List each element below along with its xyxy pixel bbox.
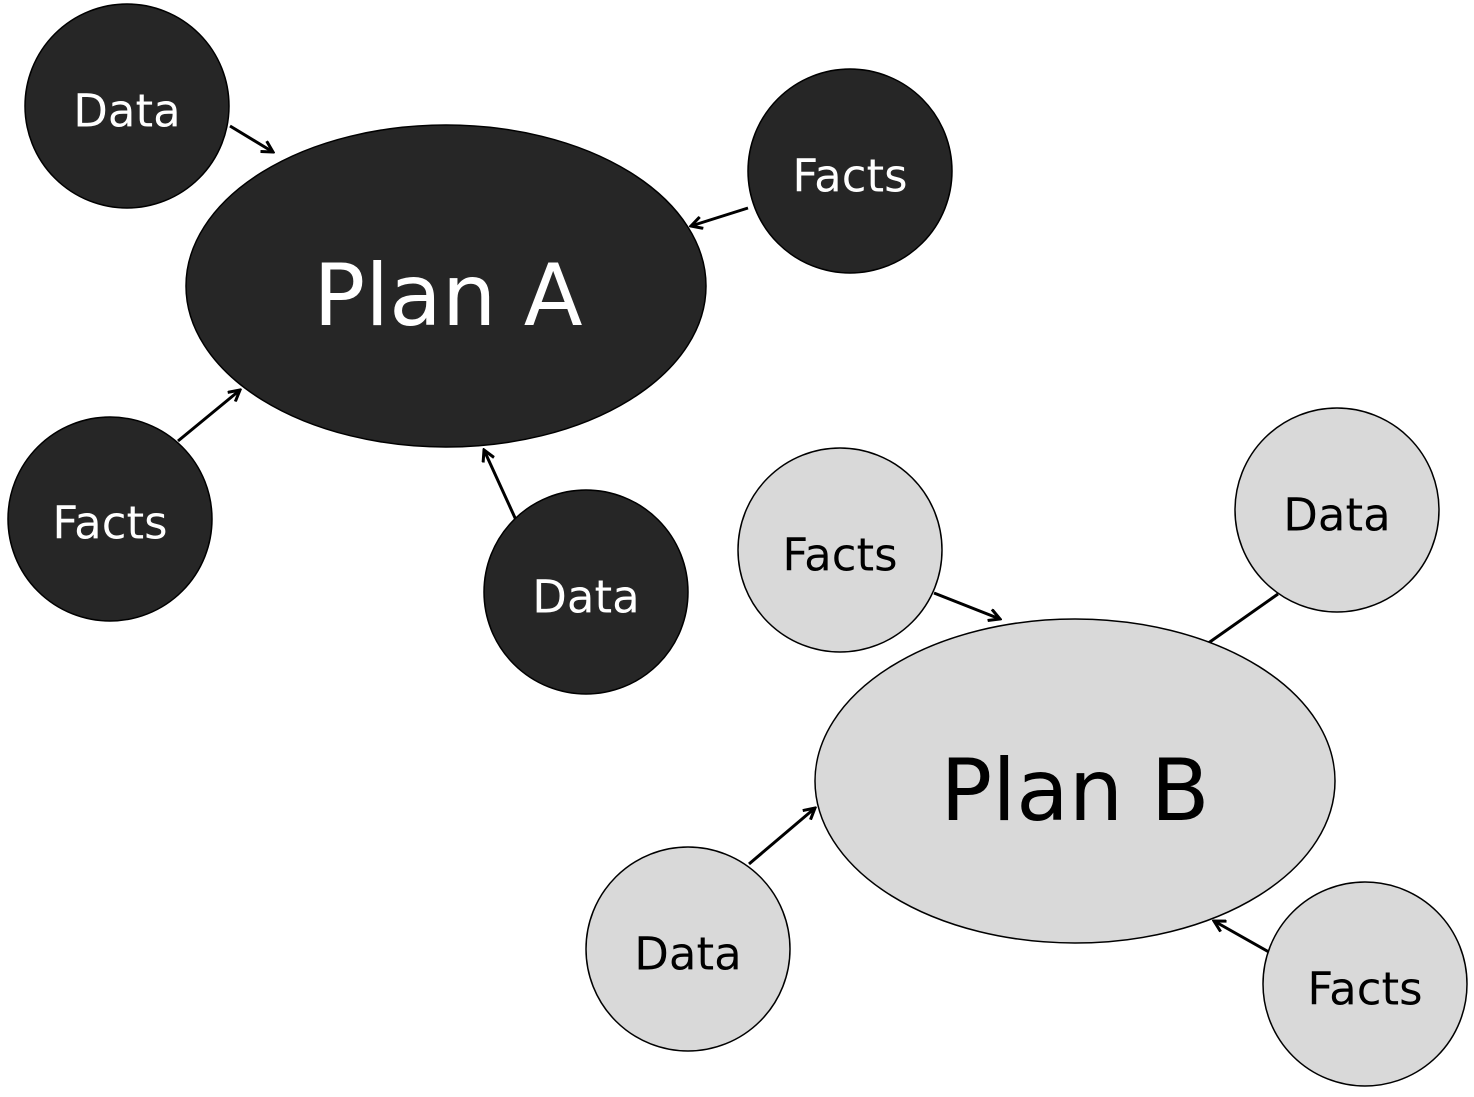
plan-a-facts-node-left [7,416,213,622]
arrow-b-data-bottom [748,808,815,866]
plan-b-data-label-bottom: Data [634,928,741,981]
plan-b-facts-label-bottom: Facts [1307,963,1422,1016]
plan-b-facts-node-bottom [1262,881,1468,1087]
plan-b-data-label-top: Data [1283,489,1390,542]
plan-b-facts-label-top: Facts [782,529,897,582]
plan-b-label: Plan B [940,741,1209,841]
plan-b-facts-node-top [737,447,943,653]
arrow-b-facts-bottom [1214,921,1277,958]
plan-b-node [814,618,1336,944]
plan-a-data-node-top [24,3,230,209]
plan-b-group: Plan B Facts Data Data Facts [585,407,1468,1087]
plan-a-facts-label-right: Facts [792,150,907,203]
arrow-a-facts-left [177,390,240,443]
arrow-b-data-top [1197,592,1279,651]
arrow-a-data-top [229,124,273,152]
plan-a-group: Plan A Data Facts Facts Data [7,3,953,695]
plan-a-data-node-bottom [483,489,689,695]
arrow-a-facts-right [691,206,749,226]
plan-a-node [185,124,707,448]
plan-a-data-label-bottom: Data [532,571,639,624]
arrow-a-data-bottom [484,450,518,521]
plan-b-data-node-top [1234,407,1440,613]
plan-a-facts-node-right [747,68,953,274]
plan-a-facts-label-left: Facts [52,497,167,550]
plan-b-data-node-bottom [585,846,791,1052]
plan-a-data-label-top: Data [73,85,180,138]
arrow-b-facts-top [933,591,1000,619]
plan-a-label: Plan A [313,246,582,346]
